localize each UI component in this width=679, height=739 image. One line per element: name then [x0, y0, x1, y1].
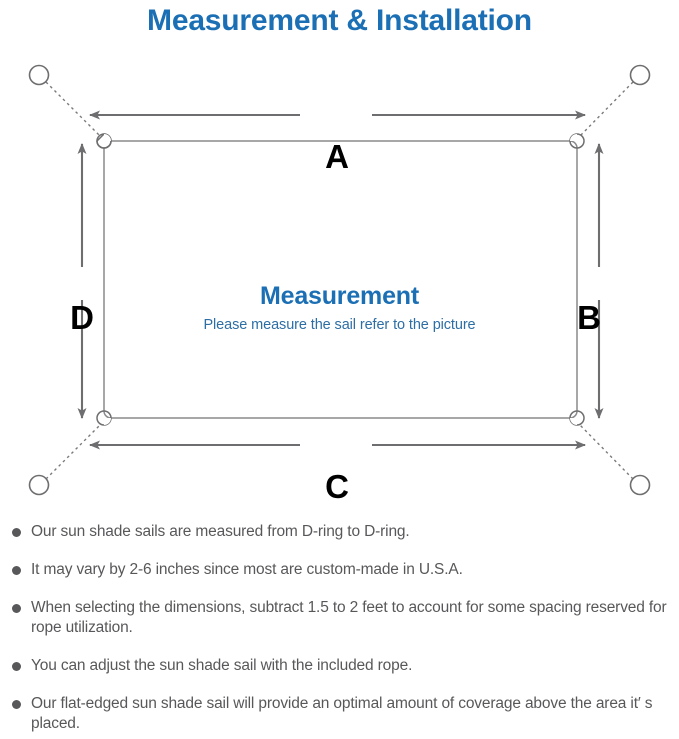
anchor-rings	[28, 64, 651, 496]
list-item: Our sun shade sails are measured from D-…	[0, 522, 679, 542]
anchor-ring-top-left	[28, 64, 50, 86]
dimension-label-d: D	[70, 299, 94, 336]
corner-d-ring-fills	[104, 134, 577, 425]
dimension-label-b: B	[577, 299, 601, 336]
rope-bottom-right	[578, 423, 634, 480]
list-item: Our flat-edged sun shade sail will provi…	[0, 694, 679, 734]
rope-bottom-left	[45, 423, 102, 480]
anchor-ring-bottom-left	[28, 474, 50, 496]
bullet-icon	[12, 566, 21, 575]
note-text: Our sun shade sails are measured from D-…	[31, 523, 410, 540]
rope-top-left	[45, 81, 102, 138]
bullet-icon	[12, 662, 21, 671]
notes-list: Our sun shade sails are measured from D-…	[0, 522, 679, 734]
rope-top-right	[578, 81, 634, 138]
measurement-diagram: A B C D Measurement Please measure the s…	[0, 45, 679, 515]
bullet-icon	[12, 604, 21, 613]
note-text: Our flat-edged sun shade sail will provi…	[31, 695, 653, 732]
diagram-svg	[28, 64, 651, 496]
d-ring-fill-tl	[104, 134, 111, 141]
note-text: It may vary by 2-6 inches since most are…	[31, 561, 463, 578]
bullet-icon	[12, 528, 21, 537]
d-ring-fill-tr	[570, 134, 577, 141]
dimension-label-c: C	[325, 468, 349, 505]
rope-connectors	[45, 81, 634, 480]
anchor-ring-bottom-right	[629, 474, 651, 496]
bullet-icon	[12, 700, 21, 709]
note-text: When selecting the dimensions, subtract …	[31, 599, 667, 636]
note-text: You can adjust the sun shade sail with t…	[31, 657, 413, 674]
list-item: It may vary by 2-6 inches since most are…	[0, 560, 679, 580]
d-ring-fill-br	[570, 418, 577, 425]
page-title: Measurement & Installation	[147, 4, 532, 37]
anchor-ring-top-right	[629, 64, 651, 86]
list-item: You can adjust the sun shade sail with t…	[0, 656, 679, 676]
sail-rectangle	[103, 140, 578, 419]
d-ring-fill-bl	[104, 418, 111, 425]
dimension-label-a: A	[325, 138, 349, 175]
list-item: When selecting the dimensions, subtract …	[0, 598, 679, 638]
